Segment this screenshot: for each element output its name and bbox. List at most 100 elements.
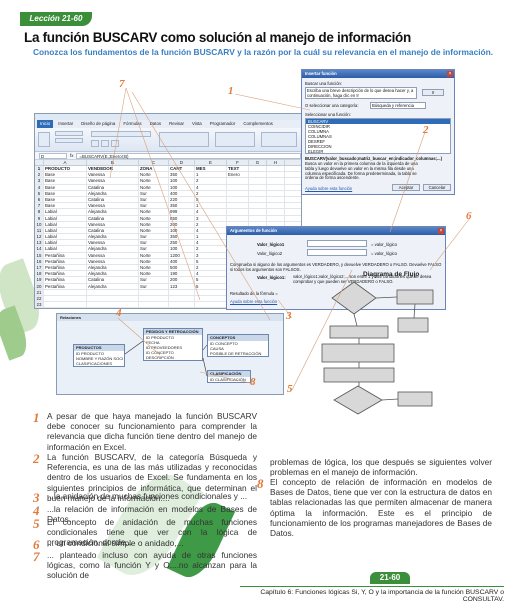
table-cell[interactable]: Vanessa (87, 252, 139, 258)
row-number[interactable]: 19 (35, 277, 44, 283)
table-cell[interactable]: Labial (44, 209, 87, 215)
table-cell[interactable]: Catalina (87, 215, 139, 221)
close-icon[interactable]: × (447, 71, 453, 77)
table-cell[interactable]: Sur (139, 203, 169, 209)
table-cell[interactable]: Base (44, 184, 87, 190)
table-cell[interactable]: Labial (44, 221, 87, 227)
row-number[interactable]: 8 (35, 209, 44, 215)
row-number[interactable]: 9 (35, 215, 44, 221)
table-cell[interactable]: Pestañina (44, 277, 87, 283)
table-cell[interactable] (87, 302, 139, 308)
table-cell[interactable]: Vanessa (87, 221, 139, 227)
table-cell[interactable]: 2 (195, 178, 227, 184)
column-title[interactable]: PRODUCTO (44, 166, 87, 172)
table-cell[interactable] (139, 302, 169, 308)
table-cell[interactable]: 1 (195, 172, 227, 178)
list-item[interactable]: ELEGIR (308, 149, 324, 154)
row-number[interactable]: 14 (35, 246, 44, 252)
table-cell[interactable]: Alejandra (87, 209, 139, 215)
table-cell[interactable]: Catalina (87, 196, 139, 203)
table-conceptos[interactable]: CONCEPTOS ID CONCEPTO CAUSA POSIBLE DE R… (207, 334, 269, 357)
row-number[interactable]: 6 (35, 196, 44, 203)
table-cell[interactable]: Base (44, 196, 87, 203)
table-cell[interactable]: Labial (44, 246, 87, 252)
table-cell[interactable] (267, 184, 285, 190)
table-cell[interactable]: Base (44, 190, 87, 196)
table-cell[interactable]: 3 (195, 215, 227, 221)
ribbon-tab[interactable]: Programador (209, 121, 236, 126)
table-cell[interactable] (169, 302, 195, 308)
list-item[interactable]: BUSCARV (306, 119, 450, 124)
table-cell[interactable]: Norte (139, 252, 169, 258)
table-cell[interactable]: 100 (169, 184, 195, 190)
table-cell[interactable]: Labial (44, 240, 87, 246)
table-cell[interactable]: 850 (169, 215, 195, 221)
table-cell[interactable] (227, 196, 249, 203)
table-cell[interactable] (227, 215, 249, 221)
row-number[interactable]: 20 (35, 283, 44, 289)
table-cell[interactable]: 220 (169, 196, 195, 203)
column-header[interactable]: E (195, 160, 227, 165)
table-cell[interactable] (267, 209, 285, 215)
close-icon[interactable]: × (438, 228, 444, 234)
table-productos[interactable]: PRODUCTOS ID PRODUCTO NOMBRE Y RAZÓN SOC… (73, 344, 125, 367)
table-cell[interactable]: Norte (139, 178, 169, 184)
column-header[interactable]: F (227, 160, 249, 165)
table-cell[interactable]: 500 (169, 265, 195, 271)
table-cell[interactable]: Labial (44, 234, 87, 240)
category-select[interactable]: Búsqueda y referencia (370, 102, 426, 109)
table-cell[interactable] (227, 203, 249, 209)
table-cell[interactable]: Sur (139, 240, 169, 246)
table-cell[interactable] (267, 190, 285, 196)
alignment-group[interactable] (159, 132, 209, 147)
table-cell[interactable]: 4 (195, 184, 227, 190)
table-cell[interactable] (267, 178, 285, 184)
table-cell[interactable] (267, 203, 285, 209)
table-cell[interactable]: 350 (169, 172, 195, 178)
table-cell[interactable]: Norte (139, 172, 169, 178)
table-cell[interactable]: Norte (139, 221, 169, 227)
help-link[interactable]: Ayuda sobre esta función (305, 186, 353, 191)
table-cell[interactable] (227, 221, 249, 227)
list-item[interactable]: DIRECCION (308, 144, 332, 149)
list-item[interactable]: DESREF (308, 139, 325, 144)
row-number[interactable]: 21 (35, 289, 44, 295)
table-cell[interactable] (249, 209, 267, 215)
table-cell[interactable] (44, 295, 87, 302)
table-cell[interactable] (227, 190, 249, 196)
ribbon-tab[interactable]: Revisar (169, 121, 185, 126)
row-number[interactable]: 18 (35, 271, 44, 277)
table-cell[interactable] (249, 215, 267, 221)
ok-button[interactable]: Aceptar (392, 184, 420, 191)
table-cell[interactable] (227, 178, 249, 184)
column-title[interactable]: ZONA (139, 166, 169, 172)
table-cell[interactable]: Sur (139, 246, 169, 252)
arg1-input[interactable] (307, 240, 367, 247)
bold-button[interactable] (91, 140, 99, 147)
table-cell[interactable]: 4 (195, 209, 227, 215)
ribbon-tab[interactable]: Insertar (58, 121, 74, 126)
table-cell[interactable]: Vanessa (87, 203, 139, 209)
table-cell[interactable]: 400 (169, 190, 195, 196)
table-cell[interactable]: Catalina (87, 227, 139, 234)
table-cell[interactable]: 1200 (169, 252, 195, 258)
column-title[interactable]: VENDEDOR (87, 166, 139, 172)
table-cell[interactable]: Labial (44, 215, 87, 221)
wrap-text-button[interactable] (215, 132, 255, 147)
table-cell[interactable] (249, 184, 267, 190)
table-clasificacion[interactable]: CLASIFICACIÓN ID CLASIFICACIÓN (207, 370, 251, 383)
table-cell[interactable]: 350 (169, 234, 195, 240)
table-cell[interactable]: 250 (169, 240, 195, 246)
ribbon-tab[interactable]: Complementos (243, 121, 273, 126)
table-cell[interactable]: Norte (139, 209, 169, 215)
table-cell[interactable]: Vanessa (87, 240, 139, 246)
function-list[interactable]: BUSCARV COINCIDIR COLUMNA COLUMNAS DESRE… (305, 118, 451, 154)
table-cell[interactable]: 2 (195, 221, 227, 227)
column-header[interactable]: A (44, 160, 87, 165)
italic-button[interactable] (101, 140, 109, 147)
number-format-group[interactable] (261, 132, 297, 147)
table-cell[interactable]: Norte (139, 265, 169, 271)
table-cell[interactable] (169, 289, 195, 295)
row-number[interactable]: 23 (35, 302, 44, 308)
table-cell[interactable] (169, 295, 195, 302)
